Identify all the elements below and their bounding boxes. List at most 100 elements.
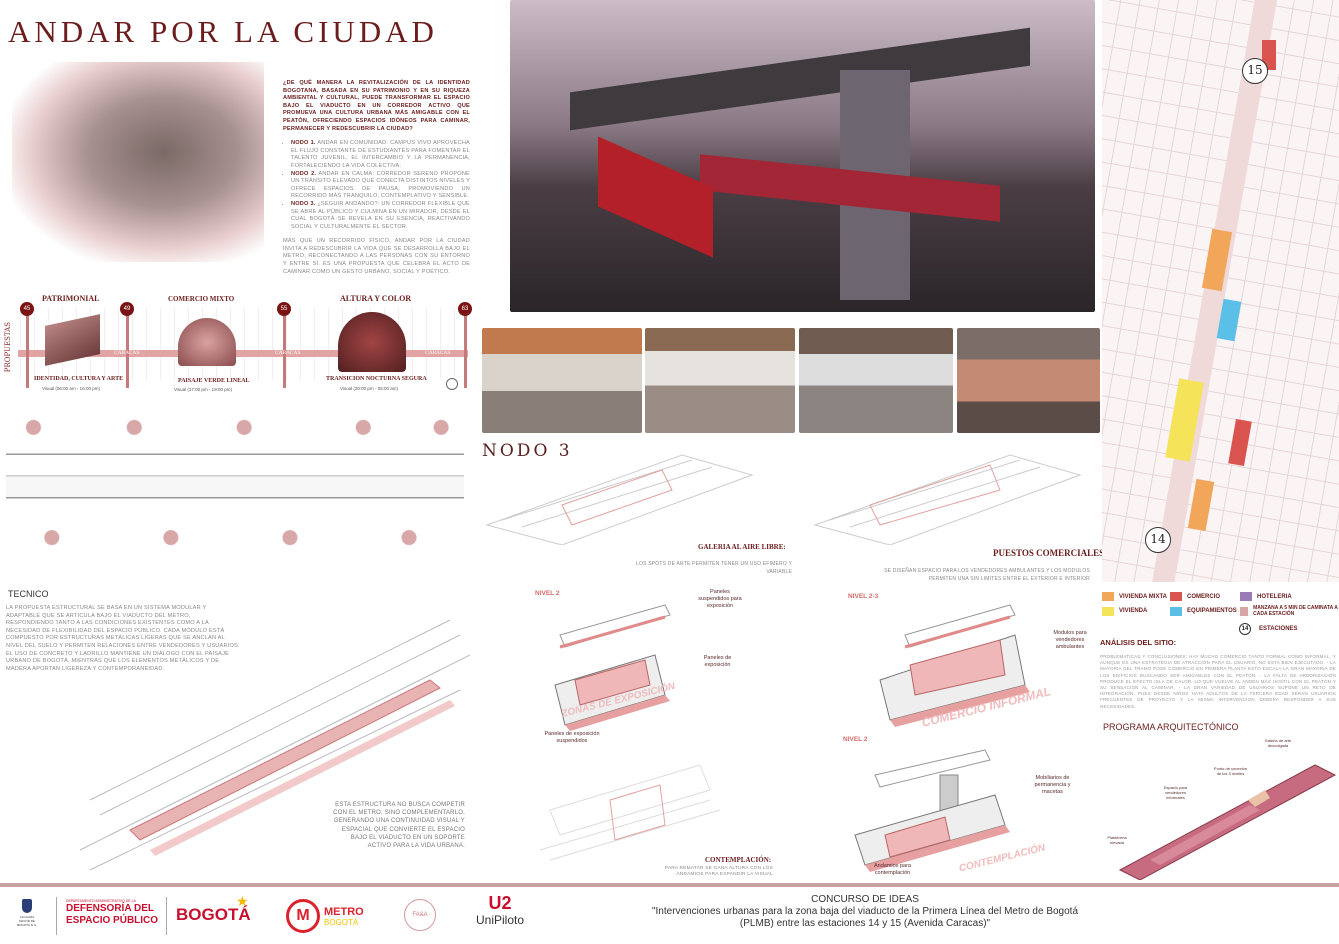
legend-swatch [1240,592,1252,601]
note: Modulos para vendedores ambulantes [1053,630,1087,650]
marker-49: 49 [120,302,134,316]
nodo3-heading: NODO 3 [482,441,573,461]
level-label: NIVEL 2-3 [848,593,879,600]
legend-item: MANZANA A 5 MIN DE CAMINATA A CADA ESTAC… [1240,605,1339,617]
zone-render [178,318,236,366]
analisis-text: PROBLEMATICAS Y CONCLUSIONES: HAY MUCHO … [1100,654,1336,709]
comercio-diagram [879,604,1030,727]
unipiloto-logo: U2 UniPiloto [476,893,525,927]
legend-swatch [1170,606,1182,616]
puestos-diagram [813,454,1082,545]
note: Plataforma elevada [1107,835,1127,845]
note: Paneles suspendidos para exposición [698,589,742,609]
interior-photo [799,328,953,433]
legend-item: HOTELERIA [1240,592,1339,601]
note: Punto de conexión de los 3 niveles [1213,766,1248,776]
galeria-title: GALERIA AL AIRE LIBRE: [698,543,786,551]
station-14-marker: 14 [1145,527,1171,553]
zone-time: Visual (20:00 pm - 05:00 am) [340,386,398,391]
station-icon: 14 [1239,623,1251,635]
zone-name: PAISAJE VERDE LINEAL [178,378,250,384]
collage-image [12,62,264,262]
marker-45: 45 [20,302,34,316]
legend-item: VIVIENDA [1102,605,1170,617]
map-legend: VIVIENDA MIXTA COMERCIO HOTELERIA VIVIEN… [1102,592,1339,635]
marker-63: 63 [458,302,472,316]
node-item: NODO 3. ¿SEGUIR ANDANDO?: UN CORREDOR FL… [291,201,470,231]
footer: ALCALDÍA MAYOR DE BOGOTÁ D.C. DEPARTAMEN… [0,887,1339,944]
viaduct-render-image [510,0,1095,312]
puestos-text: SE DISEÑAN ESPACIO PARA LOS VENDEDORES A… [884,568,1090,582]
street-label: CARACAS [114,350,140,356]
alcaldia-logo: ALCALDÍA MAYOR DE BOGOTÁ D.C. [16,899,38,927]
star-icon: ★ [236,893,249,909]
zone-name: TRANSICION NOCTURNA SEGURA [326,376,427,382]
intro-block: ¿DE QUÉ MANERA LA REVITALIZACIÓN DE LA I… [283,80,470,276]
faa-logo: FA&A [404,899,436,931]
interior-photo [957,328,1100,433]
contemplacion-title: CONTEMPLACIÓN: [705,856,772,864]
zone-title: PATRIMONIAL [42,294,100,303]
note: Paneles de exposición suspendidos [544,731,600,744]
contemplacion-sketch [539,764,721,861]
zone-time: Visual (06:00 am - 16:00 pm) [42,386,100,391]
north-arrow-icon [446,378,458,390]
unipiloto-emblem-icon: U2 [488,893,512,913]
propuestas-label: PROPUESTAS [4,322,12,373]
site-plan-drawing [6,410,464,555]
puestos-title: PUESTOS COMERCIALES: [993,548,1108,558]
exposicion-diagram [554,604,671,731]
intro-question: ¿DE QUÉ MANERA LA REVITALIZACIÓN DE LA I… [283,80,470,132]
zone-title: ALTURA Y COLOR [340,294,412,303]
contest-line1: "Intervenciones urbanas para la zona baj… [651,906,1079,917]
structure-note: ESTA ESTRUCTURA NO BUSCA COMPETIR CON EL… [333,802,465,850]
structure-isometric-drawing [79,619,470,871]
street-label: CARACAS [425,350,451,356]
tecnico-text: LA PROPUESTA ESTRUCTURAL SE BASA EN UN S… [6,605,240,672]
level-label: NIVEL 2 [843,736,868,743]
marker-55: 55 [277,302,291,316]
site-map: 15 14 [1102,0,1339,582]
node-item: NODO 2. ANDAR EN CALMA: CORREDOR SERENO … [291,171,470,201]
interior-photo [645,328,795,433]
contemplacion-text: PARA REMATAR SE GANA ALTURA CON LOS ANDA… [664,866,773,877]
station-15-marker: 15 [1242,58,1268,84]
legend-item: COMERCIO [1170,592,1240,601]
note: Espacio para vendedores informales [1163,785,1188,800]
note: Andamios para contemplación [874,863,911,876]
programa-diagram [1118,764,1337,880]
legend-swatch [1102,606,1114,616]
note: Galeria de arte descolgada [1264,738,1292,748]
poster-title: ANDAR POR LA CIUDAD [8,14,438,49]
zone-title: COMERCIO MIXTO [168,295,235,303]
tecnico-heading: TECNICO [8,589,49,599]
intro-closing: MÁS QUE UN RECORRIDO FÍSICO, ANDAR POR L… [283,238,470,275]
galeria-text: LOS SPOTS DE ARTE PERMITEN TENER UN USO … [636,561,792,575]
node-item: NODO 1. ANDAR EN COMUNIDAD: CAMPUS VIVO … [291,140,470,170]
note: Paneles de exposición [703,655,732,668]
legend-item: VIVIENDA MIXTA [1102,592,1170,601]
street-label: CARACAS [275,350,301,356]
zone-render [338,312,406,372]
legend-swatch [1102,592,1114,601]
note: Mobiliarios de permanencia y macetas [1034,775,1071,795]
bogota-logo: BOGOTÁ [176,905,251,924]
legend-swatch [1240,606,1249,616]
footer-divider [0,883,1339,887]
legend-item: EQUIPAMIENTOS [1170,605,1240,617]
dadep-logo: DEPARTAMENTO ADMINISTRATIVO DE LA DEFENS… [66,899,159,926]
legend-swatch [1170,592,1182,601]
propuestas-strip: PROPUESTAS 45 49 55 63 PATRIMONIAL COMER… [0,292,472,400]
contest-line2: (PLMB) entre las estaciones 14 y 15 (Ave… [739,918,991,929]
analisis-heading: ANÁLISIS DEL SITIO: [1100,638,1177,647]
metro-m-icon: M [286,899,320,933]
programa-heading: PROGRAMA ARQUITECTÓNICO [1103,722,1239,732]
contemplacion-diagram [854,749,1010,872]
level-label: NIVEL 2 [535,590,560,597]
coat-of-arms-icon [22,899,32,913]
interior-photo [482,328,642,433]
galeria-diagram [485,454,754,545]
legend-stations-label: ESTACIONES [1259,626,1298,632]
zone-time: Visual (17:00 pm - 19:00 pm) [174,387,232,392]
